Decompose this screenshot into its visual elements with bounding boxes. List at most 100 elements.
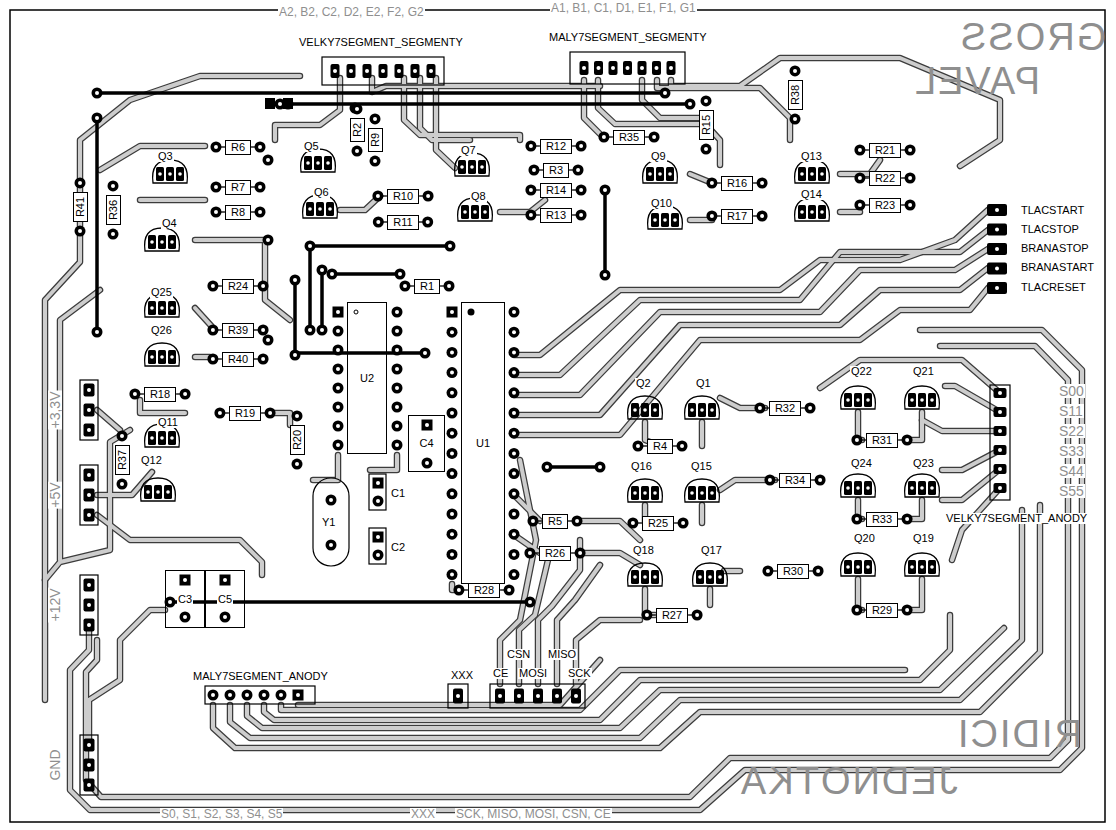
drill-hole — [998, 467, 1002, 471]
round-pad — [902, 605, 913, 616]
round-pad — [207, 325, 218, 336]
transistor-pad — [478, 160, 486, 174]
round-pad — [805, 403, 816, 414]
resistor-body: R41 — [73, 192, 88, 222]
reference-designator: R29 — [872, 604, 892, 616]
transistor-outline — [841, 474, 876, 497]
drill-hole — [376, 499, 380, 503]
drill-hole — [183, 392, 187, 396]
drill-hole — [908, 148, 912, 152]
transistor-pad — [854, 393, 862, 407]
square-pad — [220, 575, 231, 586]
round-pad — [326, 540, 337, 551]
reference-designator: R20 — [292, 430, 303, 450]
round-pad — [92, 113, 103, 124]
crystal-outline — [313, 478, 349, 566]
transistor-pad — [908, 481, 916, 495]
drill-hole — [336, 443, 340, 447]
round-pad — [392, 402, 403, 413]
drill-hole — [87, 493, 91, 497]
silkscreen-title: GROSS — [958, 18, 1107, 56]
resistor-body: R22 — [869, 171, 901, 186]
pcb-trace — [293, 280, 297, 355]
pin-label: BRANASTART — [1020, 262, 1095, 273]
transistor-pad — [148, 350, 156, 364]
header-pad — [609, 61, 618, 75]
resistor-body: R31 — [866, 433, 898, 448]
transistor-pad — [641, 486, 649, 500]
drill-hole — [160, 306, 164, 310]
drill-hole — [855, 438, 859, 442]
round-pad — [352, 103, 363, 114]
round-pad — [447, 509, 458, 520]
drill-hole — [450, 330, 454, 334]
drill-hole — [395, 310, 399, 314]
header-pad — [453, 689, 463, 704]
transistor-pad — [844, 481, 852, 495]
drill-hole — [336, 367, 340, 371]
resistor-body: R30 — [777, 564, 809, 579]
drill-hole — [376, 553, 380, 557]
silkscreen-title: PAVEL — [912, 62, 1041, 100]
transistor-pad — [716, 570, 724, 584]
drill-hole — [183, 578, 187, 582]
reference-designator: R15 — [701, 115, 712, 135]
drill-hole — [214, 185, 218, 189]
resistor-body: R8 — [225, 205, 251, 220]
drill-hole — [395, 329, 399, 333]
drill-hole — [655, 66, 659, 70]
round-pad — [263, 335, 274, 346]
drill-hole — [268, 411, 272, 415]
drill-hole — [633, 408, 637, 412]
pcb-trace — [332, 272, 400, 276]
drill-hole — [223, 615, 227, 619]
drill-hole — [95, 91, 99, 95]
transistor-pad — [631, 403, 639, 417]
drill-hole — [425, 423, 429, 427]
reference-designator: R33 — [872, 513, 892, 525]
drill-hole — [512, 411, 516, 415]
transistor-pad — [168, 301, 176, 315]
header-outline — [80, 575, 98, 635]
drill-hole — [855, 517, 859, 521]
drill-hole — [555, 694, 559, 698]
round-pad — [902, 435, 913, 446]
drill-hole — [470, 165, 474, 169]
round-pad — [395, 269, 406, 280]
pin-label: SCK — [567, 668, 592, 679]
header-pad — [594, 61, 603, 75]
drill-hole — [365, 69, 369, 73]
drill-hole — [293, 278, 297, 282]
round-pad — [706, 211, 717, 222]
round-pad — [180, 389, 191, 400]
drill-hole — [579, 213, 583, 217]
round-pad — [392, 345, 403, 356]
reference-designator: C3 — [177, 594, 193, 605]
round-pad — [509, 488, 520, 499]
pin-label: Q3 — [157, 151, 174, 162]
reference-designator: R38 — [790, 85, 801, 105]
resistor-body: R16 — [721, 176, 753, 191]
drill-hole — [336, 405, 340, 409]
pin-label: Q21 — [912, 366, 935, 377]
drill-hole — [168, 600, 172, 604]
round-pad — [392, 440, 403, 451]
round-pad — [207, 281, 218, 292]
transistor-pad — [324, 156, 332, 170]
round-pad — [575, 548, 586, 559]
drill-hole — [910, 565, 914, 569]
reference-designator: R39 — [228, 324, 248, 336]
pin-label: XXX — [450, 670, 474, 681]
component-outline: C5 — [205, 570, 245, 628]
drill-hole — [228, 693, 232, 697]
drill-hole — [328, 207, 332, 211]
drill-hole — [336, 424, 340, 428]
pin-label: MOSI — [518, 668, 548, 679]
transistor-pad — [148, 301, 156, 315]
drill-hole — [866, 486, 870, 490]
drill-hole — [995, 267, 999, 271]
reference-designator: R28 — [474, 584, 494, 596]
transistor-pad — [641, 570, 649, 584]
round-pad — [392, 421, 403, 432]
drill-hole — [450, 350, 454, 354]
